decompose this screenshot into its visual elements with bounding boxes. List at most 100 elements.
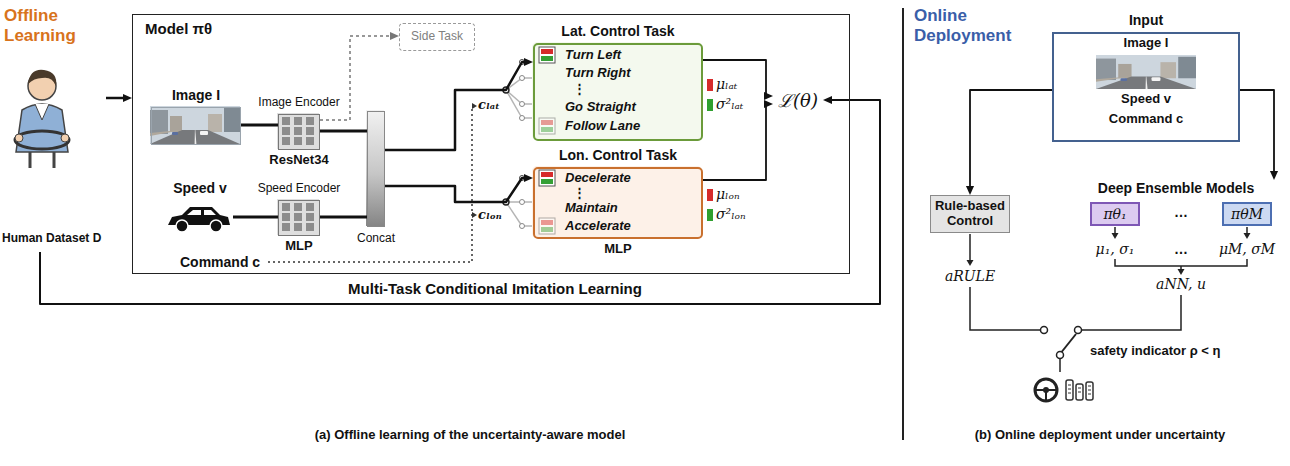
right-box-fill-part <box>1222 202 1272 226</box>
encoder-fill-part <box>277 113 319 149</box>
option-icon-part <box>539 118 555 134</box>
encoder-fill-part <box>306 127 314 135</box>
output-label: σ²ₗₐₜ <box>716 96 743 112</box>
right-box-fill-part <box>930 195 1010 233</box>
human-driver-icon-part <box>16 104 68 152</box>
input-item: Command c <box>1109 112 1183 127</box>
connector-line <box>970 90 1052 189</box>
encoder-fill-part <box>282 117 290 125</box>
deployment-wire-part <box>969 234 971 262</box>
arrowhead <box>524 174 533 182</box>
encoder-block: Speed EncoderMLP <box>278 200 320 236</box>
output-bars-part <box>707 99 713 111</box>
output-label: μ₁, σ₁ <box>1096 241 1135 257</box>
option-icon-part <box>539 170 555 186</box>
human-driver-icon-part <box>61 134 69 142</box>
output-label: σ²ₗₒₙ <box>716 206 746 222</box>
street-image-part <box>1096 55 1196 89</box>
encoder-fill-part <box>294 137 302 145</box>
arrowhead <box>764 100 773 108</box>
encoder-block: Image EncoderResNet34 <box>278 114 320 150</box>
section-title: Offline Learning <box>4 6 104 45</box>
sub-caption: (a) Offline learning of the uncertainty-… <box>315 428 626 443</box>
model-box: Model πθImage IImage EncoderResNet34Side… <box>132 14 850 274</box>
output-label: μM, σM <box>1219 241 1275 257</box>
node-label: Human Dataset D <box>2 232 101 246</box>
section-divider-part <box>902 8 904 440</box>
option-label: Follow Lane <box>565 119 640 134</box>
steering-pedal-icon-part <box>1068 385 1091 394</box>
deployment-wire-part <box>1060 334 1076 354</box>
encoder-fill-part <box>294 213 302 221</box>
encoder-fill-part <box>294 127 302 135</box>
steering-pedal-icon-part <box>1066 380 1073 400</box>
ellipsis: ⋮ <box>573 186 586 201</box>
arrowhead <box>966 186 974 195</box>
option-icon-part <box>539 218 555 234</box>
task-box-fill <box>532 42 702 238</box>
connector-line <box>703 60 767 96</box>
connector <box>40 96 880 304</box>
connector-label: Multi-Task Conditional Imitation Learnin… <box>345 280 645 297</box>
connector <box>233 217 278 218</box>
command-wire-part <box>472 103 477 109</box>
ellipsis: … <box>1174 241 1188 257</box>
steering-pedal-icon-part <box>1045 390 1047 401</box>
connector-line <box>320 130 367 133</box>
deployment-wire-part <box>1041 327 1048 334</box>
deployment-wire-part <box>1115 227 1247 236</box>
input-box: InputImage ISpeed vCommand c <box>1052 32 1240 142</box>
head-type: MLP <box>604 242 631 257</box>
policy-label: πθ₁ <box>1092 204 1138 224</box>
option-label: Accelerate <box>565 219 631 234</box>
encoder-fill-part <box>282 213 290 221</box>
human-driver-icon-part <box>35 104 49 120</box>
steering-pedal-icon-part <box>1035 379 1057 401</box>
selector-switch-part <box>524 201 532 203</box>
option-label: Turn Left <box>565 48 621 63</box>
car-icon-part <box>210 220 222 232</box>
arrowhead <box>764 92 773 100</box>
concat-bar: Concat <box>367 111 385 227</box>
deployment-wire-part <box>1082 295 1181 330</box>
connector-line <box>320 216 367 219</box>
arrowhead <box>1270 171 1278 180</box>
loss-term: ℒ(θ) <box>773 88 823 115</box>
encoder-fill-part <box>282 137 290 145</box>
speed-caption: Speed v <box>173 180 227 196</box>
connector <box>320 131 367 132</box>
group-title: Deep Ensemble Models <box>1098 180 1254 196</box>
command-wire-part <box>472 212 477 218</box>
encoder-fill-part <box>306 213 314 221</box>
task-title: Lat. Control Task <box>561 23 674 39</box>
connector <box>385 174 533 202</box>
connector <box>703 60 773 100</box>
encoder-fill-part <box>282 127 290 135</box>
input-image: Image I <box>151 107 241 145</box>
box-label: Side Task <box>400 24 474 50</box>
input-item: Speed v <box>1121 92 1171 107</box>
encoder-fill-part <box>294 203 302 211</box>
connector-line <box>241 124 278 127</box>
selector-switch-part <box>520 116 525 121</box>
encoder-fill-part <box>306 203 314 211</box>
output-label: μₗₐₜ <box>716 76 737 92</box>
control-task-box: Lon. Control TaskDecelerate⋮MaintainAcce… <box>533 167 703 239</box>
deployment-wire-part <box>1112 233 1119 239</box>
car-icon <box>168 207 230 232</box>
connector-line <box>1240 90 1274 174</box>
deployment-wire-part <box>1059 359 1061 372</box>
selector-switch-part <box>520 76 525 81</box>
ellipsis: … <box>1174 204 1188 220</box>
selector-switch-part <box>524 103 532 105</box>
deployment-wire-part <box>1057 352 1064 359</box>
encoder-fill-part <box>282 203 290 211</box>
sub-caption: (b) Online deployment under uncertainty <box>975 428 1226 443</box>
encoder-fill-part <box>306 223 314 231</box>
box-title: Input <box>1129 12 1163 28</box>
encoder-fill-part <box>306 137 314 145</box>
human-driver-icon <box>15 70 69 168</box>
switch-label: safety indicator ρ < η <box>1090 344 1221 359</box>
right-box-fill-part <box>1090 202 1140 226</box>
encoder-fill-part <box>294 117 302 125</box>
